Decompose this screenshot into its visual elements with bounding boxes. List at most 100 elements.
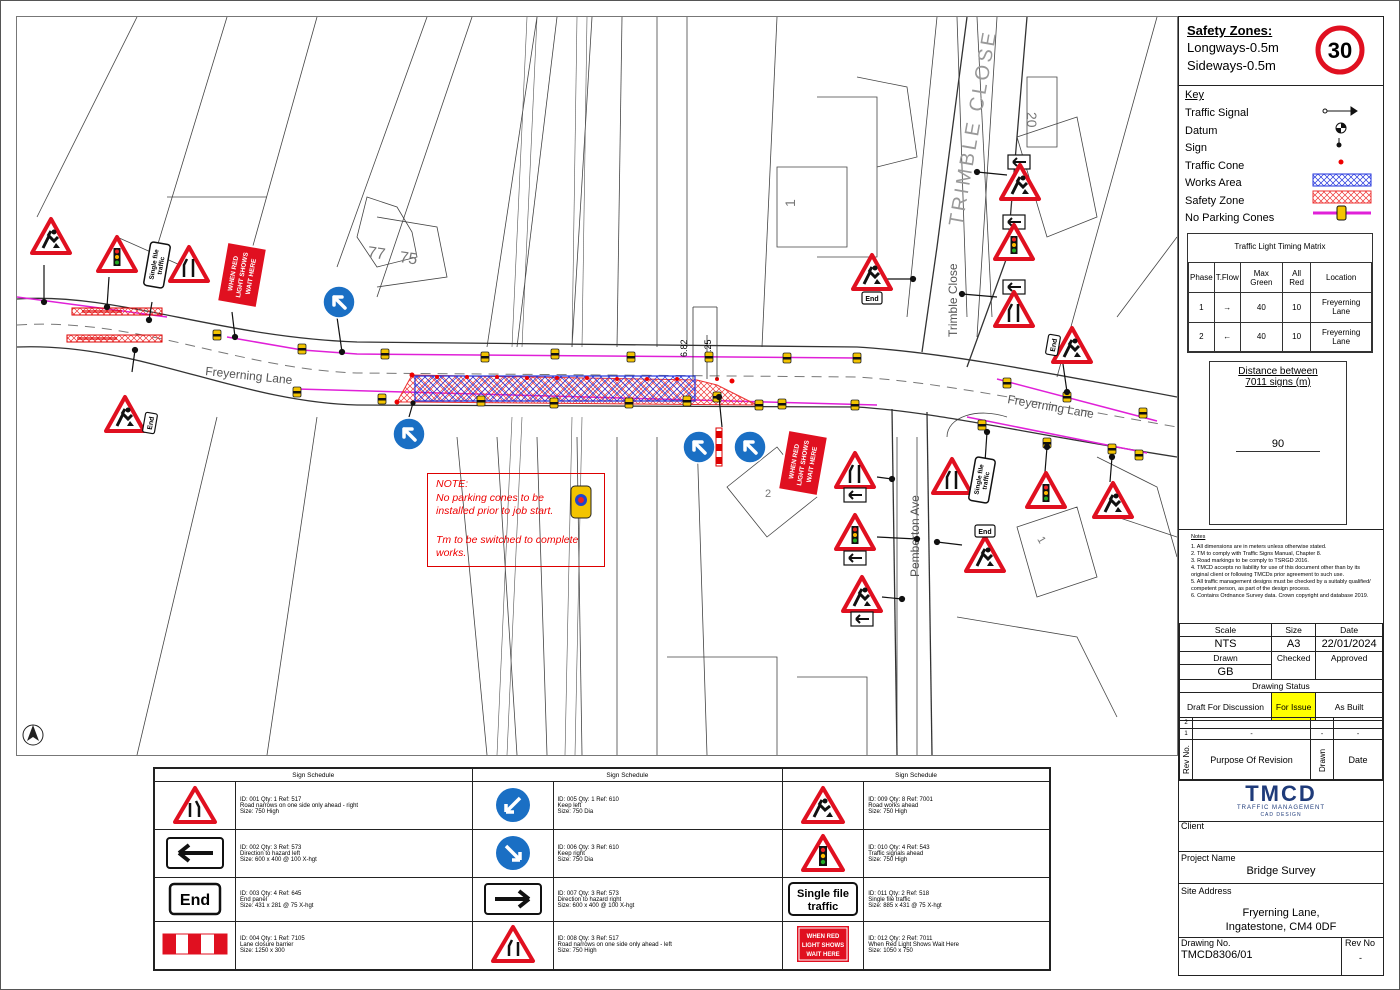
date-value: 22/01/2024 xyxy=(1315,636,1383,652)
house-number: 2 xyxy=(765,488,771,500)
distance-value: 90 xyxy=(1271,438,1285,450)
schedule-desc: Direction to hazard right xyxy=(557,896,622,903)
matrix-cell: 40 xyxy=(1239,292,1283,323)
schedule-desc: Direction to hazard left xyxy=(240,850,301,857)
notes-box: Notes 1. All dimensions are in meters un… xyxy=(1179,529,1383,637)
safety-zones-box: Safety Zones: Longways-0.5m Sideways-0.5… xyxy=(1179,17,1383,86)
distance-subtitle: 7011 signs (m) xyxy=(1245,377,1311,388)
key-symbols xyxy=(1312,106,1372,221)
svg-text:Single file: Single file xyxy=(797,888,849,900)
schedule-id: ID: 004 Qty: 1 Ref: 7105 xyxy=(240,936,305,943)
matrix-cell: Freyerning Lane xyxy=(1310,321,1372,352)
road-narrows-left-icon xyxy=(490,925,535,964)
note-line-2: Tm to be switched to complete works. xyxy=(436,534,579,559)
matrix-header: Location xyxy=(1310,262,1372,293)
logo-sub-1: TRAFFIC MANAGEMENT xyxy=(1237,805,1325,811)
traffic-signal-icon xyxy=(1322,106,1358,116)
schedule-desc: Road narrows on one side only ahead - ri… xyxy=(240,802,359,809)
traffic-cone-icon xyxy=(1338,159,1344,165)
key-item: Sign xyxy=(1185,142,1208,154)
note-item: 6. Contains Ordnance Survey data. Crown … xyxy=(1191,593,1369,599)
wait-here-sign-east: WHEN RED LIGHT SHOWS WAIT HERE xyxy=(776,428,830,498)
matrix-cell: ← xyxy=(1213,321,1241,352)
keep-left-icon xyxy=(495,787,530,822)
project-name: Bridge Survey xyxy=(1246,865,1316,877)
svg-text:WAIT HERE: WAIT HERE xyxy=(807,952,840,958)
schedule-desc: Road narrows on one side only ahead - le… xyxy=(557,942,672,949)
house-number: 1 xyxy=(1034,535,1047,546)
rev-no-title: Rev No xyxy=(1345,938,1376,948)
note-item: 1. All dimensions are in meters unless o… xyxy=(1191,544,1327,550)
notes-title: Notes xyxy=(1191,534,1206,540)
note-item: 2. TM to comply with Traffic Signs Manua… xyxy=(1191,551,1322,557)
note-item: 3. Road markings to be comply to TSRGD 2… xyxy=(1191,558,1309,564)
road-label-trimble-close-large: TRIMBLE CLOSE xyxy=(945,28,1001,228)
rev-cell: 2 xyxy=(1179,717,1193,729)
arrow-right-icon xyxy=(483,882,542,915)
schedule-size: Size: 750 Dia xyxy=(557,808,594,815)
schedule-size: Size: 750 High xyxy=(557,948,597,955)
speed-value: 30 xyxy=(1328,38,1352,63)
matrix-header: All Red xyxy=(1281,262,1312,293)
size-value: A3 xyxy=(1270,636,1317,652)
approved-label: Approved xyxy=(1315,651,1383,680)
site-address-label: Site Address xyxy=(1181,886,1232,896)
schedule-id: ID: 007 Qty: 3 Ref: 573 xyxy=(557,890,619,897)
key-item: Traffic Signal xyxy=(1185,107,1249,119)
schedule-desc: Keep left xyxy=(557,802,582,809)
safety-zones-title: Safety Zones: xyxy=(1187,23,1273,38)
rev-cell: - xyxy=(1310,728,1334,740)
matrix-cell: → xyxy=(1213,292,1241,323)
road-works-icon xyxy=(801,785,846,824)
scale-label: Scale xyxy=(1179,623,1272,637)
rev-cell xyxy=(1333,717,1383,729)
schedule-desc: Traffic signals ahead xyxy=(868,850,924,857)
logo-sub-2: CAD DESIGN xyxy=(1260,812,1302,818)
wait-here-sign: WHEN RED LIGHT SHOWS WAIT HERE xyxy=(215,240,269,310)
svg-text:traffic: traffic xyxy=(981,471,991,490)
distance-box: Distance between 7011 signs (m) 90 xyxy=(1209,361,1347,525)
schedule-size: Size: 1050 x 750 xyxy=(868,948,913,955)
title-block-panel: Safety Zones: Longways-0.5m Sideways-0.5… xyxy=(1178,16,1384,976)
schedule-desc: End panel xyxy=(240,896,268,903)
client-label: Client xyxy=(1181,821,1205,831)
drawing-status-title: Drawing Status xyxy=(1179,679,1383,693)
works-area-icon xyxy=(1312,173,1372,187)
schedule-desc: When Red Light Shows Wait Here xyxy=(868,942,960,949)
drawn-label: Drawn xyxy=(1179,651,1272,665)
status-as-built: As Built xyxy=(1315,692,1383,721)
matrix-header: T.Flow xyxy=(1213,262,1241,293)
schedule-size: Size: 600 x 400 @ 100 X-hgt xyxy=(557,902,635,909)
note-line-1: No parking cones to be installed prior t… xyxy=(436,492,554,517)
road-label-trimble-close: Trimble Close xyxy=(946,263,960,337)
schedule-id: ID: 010 Qty: 4 Ref: 543 xyxy=(868,844,930,851)
schedule-id: ID: 001 Qty: 1 Ref: 517 xyxy=(240,796,302,803)
rev-date-label: Date xyxy=(1333,739,1383,780)
schedule-desc: Road works ahead xyxy=(868,802,919,809)
rev-cell: - xyxy=(1333,728,1383,740)
matrix-cell: 1 xyxy=(1188,292,1215,323)
schedule-id: ID: 012 Qty: 2 Ref: 7011 xyxy=(868,936,933,943)
rev-no-label: Rev No. xyxy=(1179,739,1193,780)
rev-cell: - xyxy=(1192,728,1311,740)
drawn-value: GB xyxy=(1179,664,1272,680)
logo-main: TMCD xyxy=(1245,781,1317,806)
matrix-cell: 2 xyxy=(1188,321,1215,352)
size-label: Size xyxy=(1270,623,1317,637)
matrix-header: Max Green xyxy=(1239,262,1283,293)
no-parking-cone-icon xyxy=(570,485,592,519)
distance-title: Distance between xyxy=(1238,366,1318,377)
key-item: Traffic Cone xyxy=(1185,159,1245,172)
drawing-no-label: Drawing No. xyxy=(1181,938,1231,948)
project-label: Project Name xyxy=(1181,853,1236,863)
schedule-id: ID: 011 Qty: 2 Ref: 518 xyxy=(868,890,930,897)
schedule-size: Size: 431 x 281 @ 75 X-hgt xyxy=(240,902,314,909)
longways-text: Longways-0.5m xyxy=(1187,40,1279,55)
dimension-2: 3.25 xyxy=(703,339,713,357)
svg-text:WHEN RED: WHEN RED xyxy=(807,934,840,940)
status-for-issue: For Issue xyxy=(1270,692,1317,721)
key-box: Key Traffic Signal Datum Sign Traffic Co… xyxy=(1179,85,1383,227)
schedule-size: Size: 750 Dia xyxy=(557,856,594,863)
